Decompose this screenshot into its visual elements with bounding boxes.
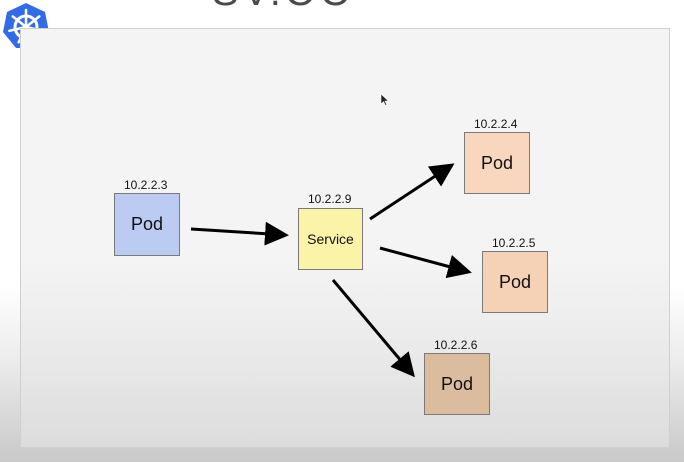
mouse-cursor-icon: [381, 94, 389, 106]
service-label: Service: [307, 231, 354, 247]
arrow-service-to-pod-1: [369, 163, 455, 221]
source-pod-label: Pod: [130, 214, 164, 234]
target-pod-2-ip: 10.2.2.5: [492, 236, 536, 250]
page-title-fragment: SV.OO: [212, 0, 355, 15]
arrow-service-to-pod-3: [331, 279, 415, 378]
arrow-pod-to-service: [190, 221, 289, 246]
source-pod: Pod: [114, 193, 180, 256]
target-pod-3: Pod: [424, 353, 490, 415]
target-pod-1-label: Pod: [480, 152, 514, 173]
source-pod-ip: 10.2.2.3: [124, 178, 168, 192]
target-pod-1: Pod: [464, 132, 530, 194]
target-pod-3-ip: 10.2.2.6: [434, 338, 478, 352]
target-pod-2: Pod: [482, 251, 548, 313]
target-pod-1-ip: 10.2.2.4: [474, 117, 518, 131]
target-pod-3-label: Pod: [440, 373, 474, 394]
arrow-service-to-pod-2: [379, 246, 472, 279]
target-pod-2-label: Pod: [498, 271, 532, 292]
service-node: Service: [298, 208, 363, 270]
service-ip: 10.2.2.9: [308, 192, 352, 206]
